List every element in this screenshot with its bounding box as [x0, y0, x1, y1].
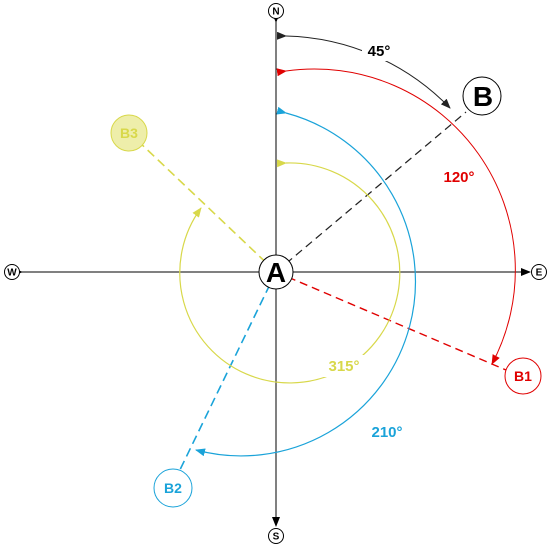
point-b1-label: B1 [514, 368, 532, 384]
point-b: B [462, 76, 502, 116]
point-origin: A [258, 254, 294, 290]
origin-label: A [266, 257, 286, 288]
compass-south: S [268, 528, 284, 544]
angle-label-b3: 315° [322, 355, 366, 377]
point-b3-label: B3 [120, 125, 138, 141]
svg-text:45°: 45° [368, 43, 391, 60]
north-label: N [272, 7, 279, 18]
point-b2: B2 [153, 468, 193, 508]
bearing-line-b [275, 111, 467, 273]
point-b2-label: B2 [164, 480, 182, 496]
east-label: E [536, 268, 543, 279]
arc-b2-210 [195, 106, 416, 457]
angle-label-b: 45° [362, 40, 397, 61]
angle-label-b1: 120° [436, 166, 482, 188]
compass-east: E [531, 264, 547, 280]
svg-text:210°: 210° [371, 424, 402, 441]
bearing-line-b2 [175, 271, 277, 479]
compass-west: W [4, 264, 20, 280]
point-b-label: B [473, 81, 493, 112]
compass-north: N [268, 3, 284, 19]
bearing-line-b3 [136, 139, 277, 273]
svg-text:120°: 120° [443, 169, 474, 186]
angle-label-b2: 210° [364, 421, 410, 443]
west-label: W [7, 268, 17, 279]
svg-text:315°: 315° [328, 358, 359, 375]
point-b3: B3 [110, 114, 148, 152]
bearing-line-b1 [275, 271, 507, 371]
south-label: S [273, 532, 280, 543]
arc-b1-120 [276, 68, 516, 365]
point-b1: B1 [504, 357, 542, 395]
